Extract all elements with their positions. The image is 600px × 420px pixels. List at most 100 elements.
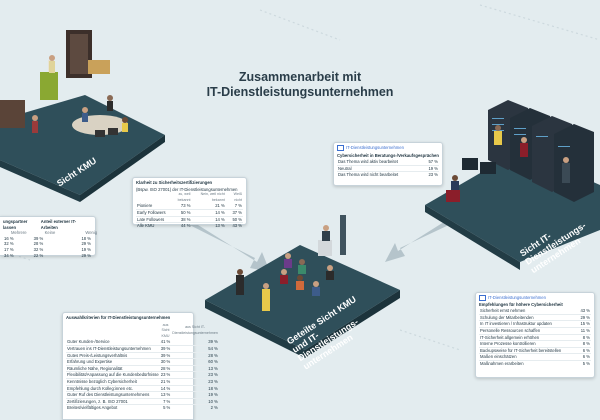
- table-cell: 21 %: [191, 203, 226, 210]
- row-label: Guter Kunden-/Service: [66, 339, 160, 346]
- table-cell: 38 %: [166, 216, 192, 224]
- title-line-2: IT-Dienstleistungsunternehmen: [206, 85, 394, 99]
- table-cell: 6 %: [577, 347, 591, 355]
- partner-count-table: 16 %39 %18 % 32 %28 %29 % 17 %32 %19 % 3…: [3, 236, 92, 258]
- column-header-kmu: aus Sicht KMU: [161, 322, 170, 338]
- server-racks-illustration: [446, 100, 594, 202]
- column-header: Nein, weil nicht bekannt: [200, 192, 225, 202]
- subhead: Keine: [44, 230, 56, 236]
- selection-table: aus Sicht KMU aus Sicht IT-Dienstleistun…: [66, 323, 219, 411]
- table-row: Vertrauen ins IT-Dienstleistungsunterneh…: [66, 345, 219, 353]
- table-cell: 10 %: [171, 398, 219, 406]
- certification-subtitle: (Bspw. ISO 27001) der IT-Dienstleistungs…: [136, 186, 238, 192]
- table-row: 34 %22 %29 %: [3, 253, 92, 259]
- table-cell: 32 %: [33, 246, 44, 252]
- table-cell: 28 %: [159, 365, 172, 373]
- table-cell: 8 %: [577, 334, 591, 342]
- row-label: Das Thema wird nicht bearbeitet: [338, 172, 399, 178]
- table-cell: 23 %: [171, 378, 219, 386]
- table-cell: 39 %: [159, 352, 172, 360]
- subhead: Wenig: [85, 230, 98, 236]
- row-label: Alle KMU: [137, 223, 155, 229]
- row-label: IT-Sicherheit allgemein erhöhen: [479, 334, 578, 342]
- table-cell: 8 %: [577, 340, 591, 348]
- external-work-column-heading: Anteil externer IT-Arbeiten: [40, 219, 77, 230]
- table-cell: 28 %: [171, 352, 219, 360]
- table-cell: 19 %: [423, 165, 439, 173]
- table-cell: 43 %: [232, 223, 242, 229]
- table-cell: 23 %: [171, 371, 219, 379]
- table-cell: 14 %: [191, 216, 226, 224]
- table-cell: 73 %: [166, 203, 192, 210]
- table-cell: 19 %: [81, 246, 91, 252]
- table-cell: 11 %: [577, 327, 591, 335]
- table-cell: 39 %: [159, 345, 172, 353]
- page-title: Zusammenarbeit mit IT-Dienstleistungsunt…: [170, 70, 430, 100]
- table-cell: 6 %: [577, 353, 591, 361]
- consulting-title: Cybersicherheit in Beratungs-/Verkaufsge…: [337, 152, 439, 158]
- row-label: Late Followers: [136, 216, 167, 224]
- table-cell: 16 %: [4, 235, 14, 241]
- row-label: In IT investieren / Infrastruktur update…: [479, 320, 578, 328]
- row-label: Erfahrung und Expertise: [66, 358, 160, 366]
- row-label: Flexibilität/Anpassung auf die Kundenbed…: [66, 371, 160, 379]
- table-cell: 44 %: [180, 223, 191, 229]
- table-cell: 13 %: [171, 365, 219, 373]
- row-label: Backupsweise für IT-Sicherheit bereitste…: [479, 347, 578, 355]
- recommendations-title: Empfehlungen für höhere Cybersicherheit: [479, 301, 563, 307]
- row-label: Vertrauen ins IT-Dienstleistungsunterneh…: [66, 345, 160, 353]
- table-cell: 30 %: [159, 358, 172, 366]
- table-cell: 14 %: [159, 385, 172, 393]
- table-cell: 60 %: [171, 358, 219, 366]
- platform-shared: [205, 245, 400, 350]
- table-cell: 37 %: [225, 209, 243, 217]
- row-label: Neutral: [337, 165, 424, 173]
- table-cell: 14 %: [191, 209, 226, 217]
- table-cell: 18 %: [81, 235, 91, 241]
- table-cell: 29 %: [81, 252, 91, 258]
- table-cell: 50 %: [166, 209, 192, 217]
- row-label: Breites/vielfältiges Angebot: [67, 405, 118, 411]
- row-label: Pioniere: [136, 203, 167, 210]
- table-cell: 5 %: [582, 360, 590, 366]
- table-cell: 17 %: [4, 246, 14, 252]
- table-cell: 21 %: [159, 378, 172, 386]
- column-header: zu, weil bekannt: [177, 192, 191, 202]
- table-row: Guter Ruf des Dienstleistungsunternehmen…: [66, 391, 219, 399]
- partner-column-heading: ungspartner lassen: [3, 219, 28, 230]
- table-cell: 22 %: [33, 252, 44, 258]
- table-cell: 39 %: [33, 235, 44, 241]
- table-cell: 5 %: [163, 405, 171, 411]
- certification-title: Klarheit zu Sicherheitszertifizierungen: [136, 180, 213, 185]
- table-row: 16 % 39 % 18 %: [3, 236, 92, 242]
- table-cell: 29 %: [577, 314, 591, 322]
- table-cell: 50 %: [225, 216, 243, 224]
- certification-panel: Klarheit zu Sicherheitszertifizierungen …: [132, 177, 247, 228]
- table-cell: 7 %: [159, 398, 172, 406]
- row-label: Personelle Ressourcen schaffen: [479, 327, 578, 335]
- table-cell: 57 %: [423, 159, 439, 166]
- table-cell: 13 %: [215, 223, 225, 229]
- row-label: Schulung der Mitarbeitenden: [479, 314, 578, 322]
- column-header-it: aus Sicht IT-Dienstleistungsunternehmen: [172, 325, 218, 335]
- table-cell: 39 %: [171, 339, 219, 346]
- table-cell: 2 %: [210, 405, 218, 411]
- recommendations-header: IT-Dienstleistungsunternehmen: [488, 295, 546, 300]
- row-label: Zertifizierungen, z. B. ISO 27001: [66, 398, 160, 406]
